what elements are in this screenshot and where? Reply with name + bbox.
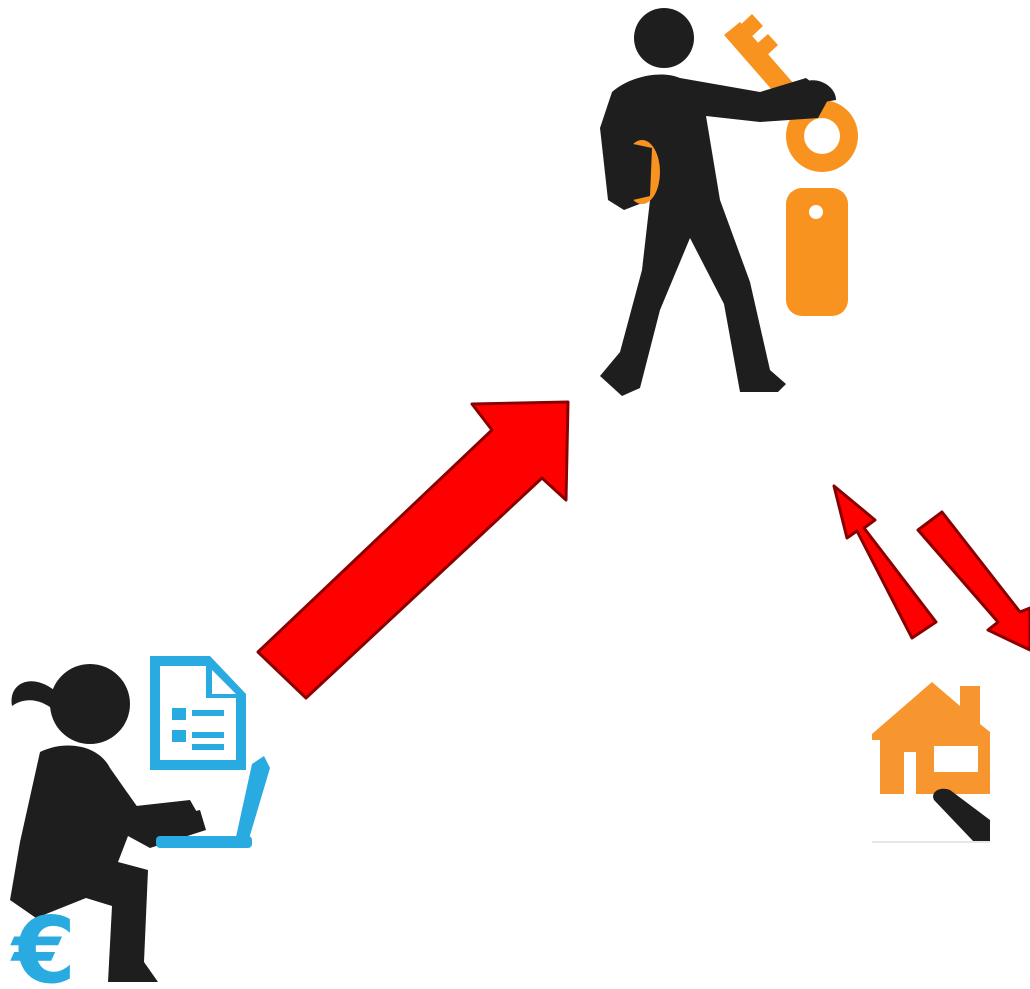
- property-key-icon: [933, 788, 990, 842]
- tenant-to-agent-arrow: [256, 400, 570, 700]
- document-icon: [150, 656, 246, 770]
- tenant-euro-label: €: [10, 897, 76, 989]
- laptop-icon: [156, 756, 270, 848]
- tenant-head: [50, 664, 130, 744]
- house-icon: [872, 682, 990, 794]
- euro-sign-icon: €: [10, 897, 76, 989]
- property-to-agent-arrow: [832, 484, 938, 640]
- agent-to-property-arrow: [916, 510, 1030, 652]
- person-with-laptop-icon: [10, 664, 206, 982]
- key-tag-icon: [786, 188, 848, 316]
- agent-head: [634, 8, 694, 68]
- tenant-body: [10, 745, 206, 982]
- agent-figure: €: [600, 8, 858, 396]
- agent-body: [600, 74, 830, 396]
